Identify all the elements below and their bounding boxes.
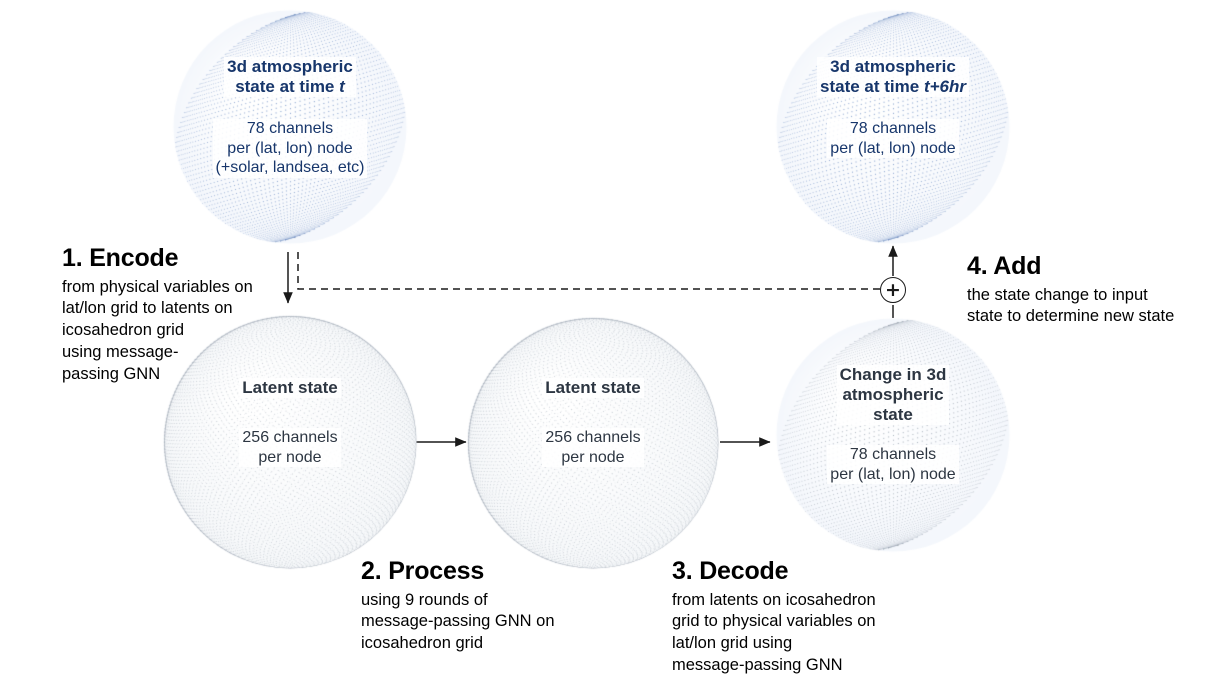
sphere-delta-title: Change in 3d atmospheric state — [836, 365, 950, 426]
step-process: 2. Process using 9 rounds of message-pas… — [361, 557, 651, 655]
sphere-latent-state-2: Latent state 256 channels per node — [466, 316, 720, 570]
add-operator-node[interactable]: + — [880, 277, 906, 303]
sphere-output-title-text: 3d atmospheric state at time t+6hr — [817, 57, 969, 98]
sphere-delta-subtitle-text: 78 channels per (lat, lon) node — [827, 445, 959, 485]
step-encode-body: from physical variables on lat/lon grid … — [62, 277, 253, 384]
sphere-latent1-subtitle: 256 channels per node — [239, 428, 341, 468]
sphere-delta-title-text: Change in 3d atmospheric state — [836, 365, 950, 426]
sphere-input-title-text: 3d atmospheric state at time t — [224, 57, 356, 98]
step-process-body: using 9 rounds of message-passing GNN on… — [361, 590, 555, 653]
sphere-latent2-title: Latent state — [542, 378, 644, 399]
sphere-output-subtitle: 78 channels per (lat, lon) node — [827, 119, 959, 159]
sphere-input-state: 3d atmospheric state at time t 78 channe… — [172, 9, 408, 245]
sphere-input-subtitle: 78 channels per (lat, lon) node (+solar,… — [212, 119, 368, 178]
residual-arrow — [297, 252, 880, 290]
sphere-output-subtitle-text: 78 channels per (lat, lon) node — [827, 119, 959, 159]
step-decode-body: from latents on icosahedron grid to phys… — [672, 590, 876, 675]
plus-icon: + — [885, 278, 901, 301]
step-decode: 3. Decode from latents on icosahedron gr… — [672, 557, 972, 677]
step-add-title: 4. Add — [967, 252, 1042, 280]
sphere-delta-subtitle: 78 channels per (lat, lon) node — [827, 445, 959, 485]
sphere-state-change: Change in 3d atmospheric state 78 channe… — [775, 317, 1011, 553]
step-encode: 1. Encode from physical variables on lat… — [62, 244, 272, 386]
step-process-title: 2. Process — [361, 557, 485, 585]
sphere-latent1-subtitle-text: 256 channels per node — [239, 428, 341, 468]
sphere-output-title: 3d atmospheric state at time t+6hr — [817, 57, 969, 98]
sphere-latent2-subtitle: 256 channels per node — [542, 428, 644, 468]
step-add: 4. Add the state change to input state t… — [967, 252, 1202, 328]
sphere-output-state: 3d atmospheric state at time t+6hr 78 ch… — [775, 9, 1011, 245]
sphere-input-subtitle-text: 78 channels per (lat, lon) node (+solar,… — [212, 119, 368, 178]
step-decode-title: 3. Decode — [672, 557, 789, 585]
step-add-body: the state change to input state to deter… — [967, 285, 1175, 326]
step-encode-title: 1. Encode — [62, 244, 179, 272]
sphere-input-title: 3d atmospheric state at time t — [224, 57, 356, 98]
sphere-latent2-subtitle-text: 256 channels per node — [542, 428, 644, 468]
sphere-latent2-title-text: Latent state — [542, 378, 644, 399]
